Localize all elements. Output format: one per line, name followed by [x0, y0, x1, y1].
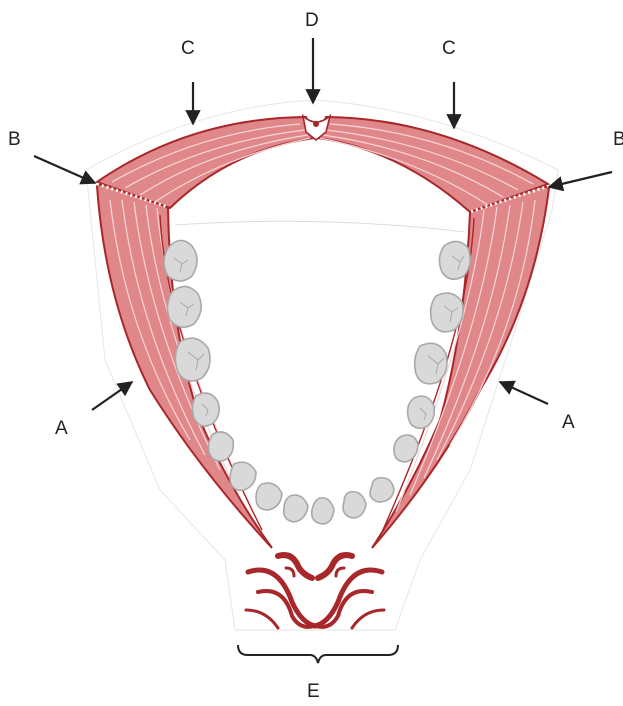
arrow-b-right — [549, 172, 612, 187]
arrow-b-left — [34, 156, 95, 183]
label-e: E — [307, 681, 320, 702]
label-a-right: A — [562, 412, 575, 433]
label-d: D — [305, 10, 319, 31]
raphe-node — [313, 121, 319, 127]
label-c-right: C — [442, 38, 456, 59]
label-c-left: C — [181, 38, 195, 59]
label-b-left: B — [8, 129, 21, 150]
bracket-e — [238, 645, 398, 663]
arrow-a-right — [500, 382, 548, 404]
label-b-right: B — [613, 129, 623, 150]
label-a-left: A — [55, 418, 68, 439]
